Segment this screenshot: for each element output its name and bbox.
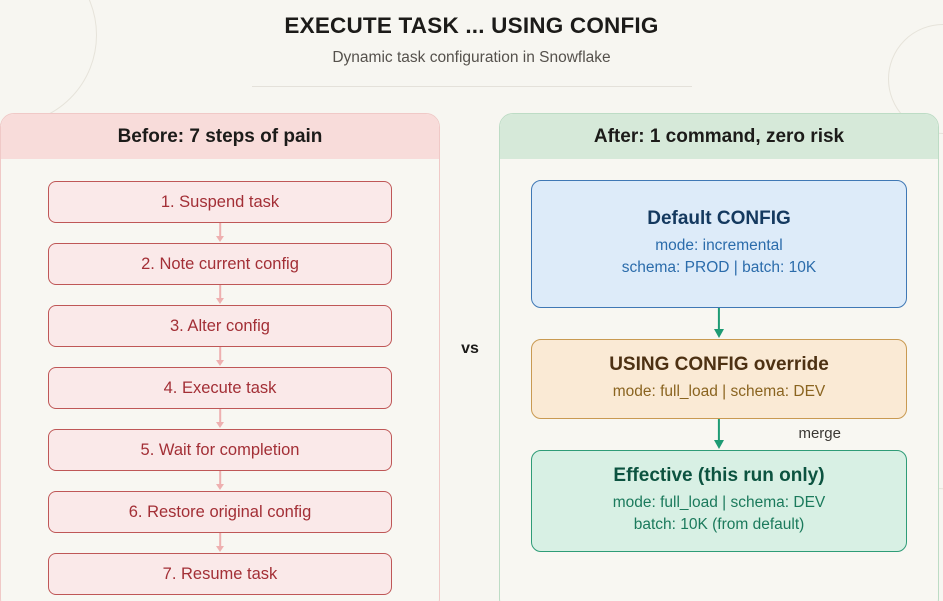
- config-flow: Default CONFIG mode: incremental schema:…: [500, 159, 938, 552]
- step-item-4[interactable]: 4. Execute task: [48, 367, 392, 409]
- step-item-2[interactable]: 2. Note current config: [48, 243, 392, 285]
- arrow-down-icon: [531, 308, 907, 339]
- step-item-1[interactable]: 1. Suspend task: [48, 181, 392, 223]
- arrow-down-icon: [48, 223, 392, 243]
- after-panel-body: Default CONFIG mode: incremental schema:…: [500, 159, 938, 552]
- step-list: 1. Suspend task 2. Note current config 3…: [1, 159, 439, 595]
- page-subtitle: Dynamic task configuration in Snowflake: [332, 49, 611, 66]
- header-divider: [251, 86, 692, 87]
- after-panel-header: After: 1 command, zero risk: [500, 114, 938, 159]
- before-panel-header: Before: 7 steps of pain: [1, 114, 439, 159]
- default-config-line-1: mode: incremental: [655, 237, 783, 254]
- step-item-3[interactable]: 3. Alter config: [48, 305, 392, 347]
- step-item-7[interactable]: 7. Resume task: [48, 553, 392, 595]
- override-title: USING CONFIG override: [609, 354, 829, 375]
- comparison-divider-label: vs: [461, 340, 479, 357]
- override-line-1: mode: full_load | schema: DEV: [612, 383, 826, 400]
- arrow-down-icon: [48, 285, 392, 305]
- before-panel: Before: 7 steps of pain 1. Suspend task …: [0, 113, 440, 601]
- default-config-title: Default CONFIG: [647, 208, 791, 229]
- arrow-down-icon: [48, 409, 392, 429]
- using-config-override-box[interactable]: USING CONFIG override mode: full_load | …: [531, 339, 907, 419]
- page-title: EXECUTE TASK ... USING CONFIG: [284, 13, 659, 38]
- after-panel: After: 1 command, zero risk Default CONF…: [499, 113, 939, 601]
- default-config-line-2: schema: PROD | batch: 10K: [621, 259, 817, 276]
- page-header: EXECUTE TASK ... USING CONFIG Dynamic ta…: [0, 0, 943, 87]
- arrow-down-icon: merge: [531, 419, 907, 450]
- arrow-down-icon: [48, 533, 392, 553]
- effective-title: Effective (this run only): [613, 465, 825, 486]
- step-item-5[interactable]: 5. Wait for completion: [48, 429, 392, 471]
- step-item-6[interactable]: 6. Restore original config: [48, 491, 392, 533]
- effective-line-1: mode: full_load | schema: DEV: [612, 494, 826, 511]
- before-panel-body: 1. Suspend task 2. Note current config 3…: [1, 159, 439, 595]
- arrow-down-icon: [48, 471, 392, 491]
- effective-config-box[interactable]: Effective (this run only) mode: full_loa…: [531, 450, 907, 552]
- merge-label: merge: [798, 425, 841, 442]
- arrow-down-icon: [48, 347, 392, 367]
- default-config-box[interactable]: Default CONFIG mode: incremental schema:…: [531, 180, 907, 308]
- effective-line-2: batch: 10K (from default): [633, 516, 805, 533]
